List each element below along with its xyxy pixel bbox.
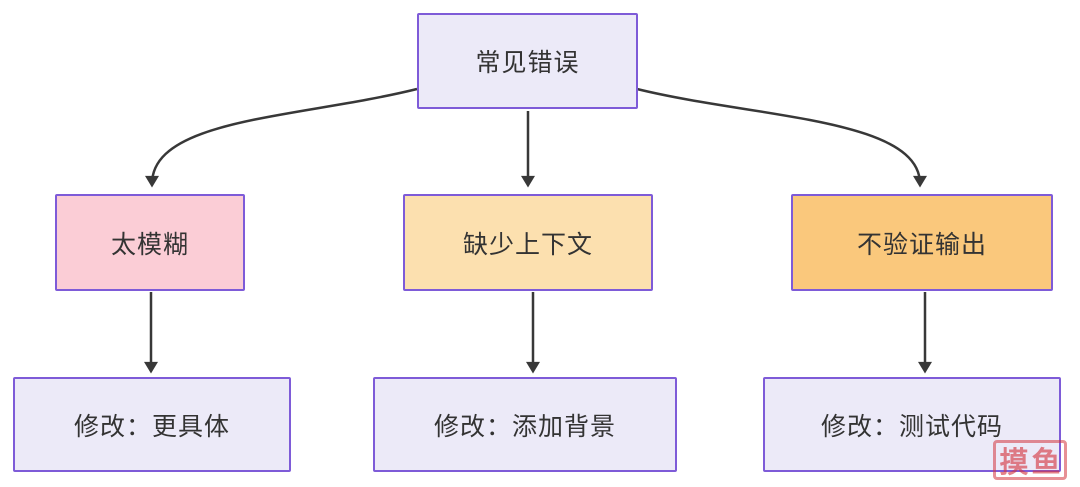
- watermark-stamp: 摸鱼: [993, 440, 1067, 480]
- flow-node-fix-add-background: 修改：添加背景: [373, 377, 677, 472]
- node-label: 常见错误: [475, 49, 580, 77]
- flow-node-missing-context: 缺少上下文: [403, 194, 653, 291]
- flow-node-too-vague: 太模糊: [55, 194, 245, 291]
- edge-root-to-no-validation: [636, 87, 927, 188]
- node-label: 不验证输出: [856, 230, 987, 259]
- edge-root-to-too-vague: [145, 87, 418, 188]
- watermark-text: 摸鱼: [999, 447, 1064, 479]
- node-label: 修改：更具体: [73, 412, 230, 441]
- flow-node-fix-more-specific: 修改：更具体: [13, 377, 291, 472]
- node-label: 修改：测试代码: [820, 412, 1003, 441]
- node-label: 修改：添加背景: [433, 412, 616, 441]
- node-label: 缺少上下文: [462, 230, 593, 259]
- node-label: 太模糊: [110, 230, 189, 259]
- flow-node-common-mistakes: 常见错误: [417, 13, 638, 109]
- flow-node-fix-test-code: 修改：测试代码: [763, 377, 1061, 472]
- flow-node-no-validation: 不验证输出: [791, 194, 1053, 291]
